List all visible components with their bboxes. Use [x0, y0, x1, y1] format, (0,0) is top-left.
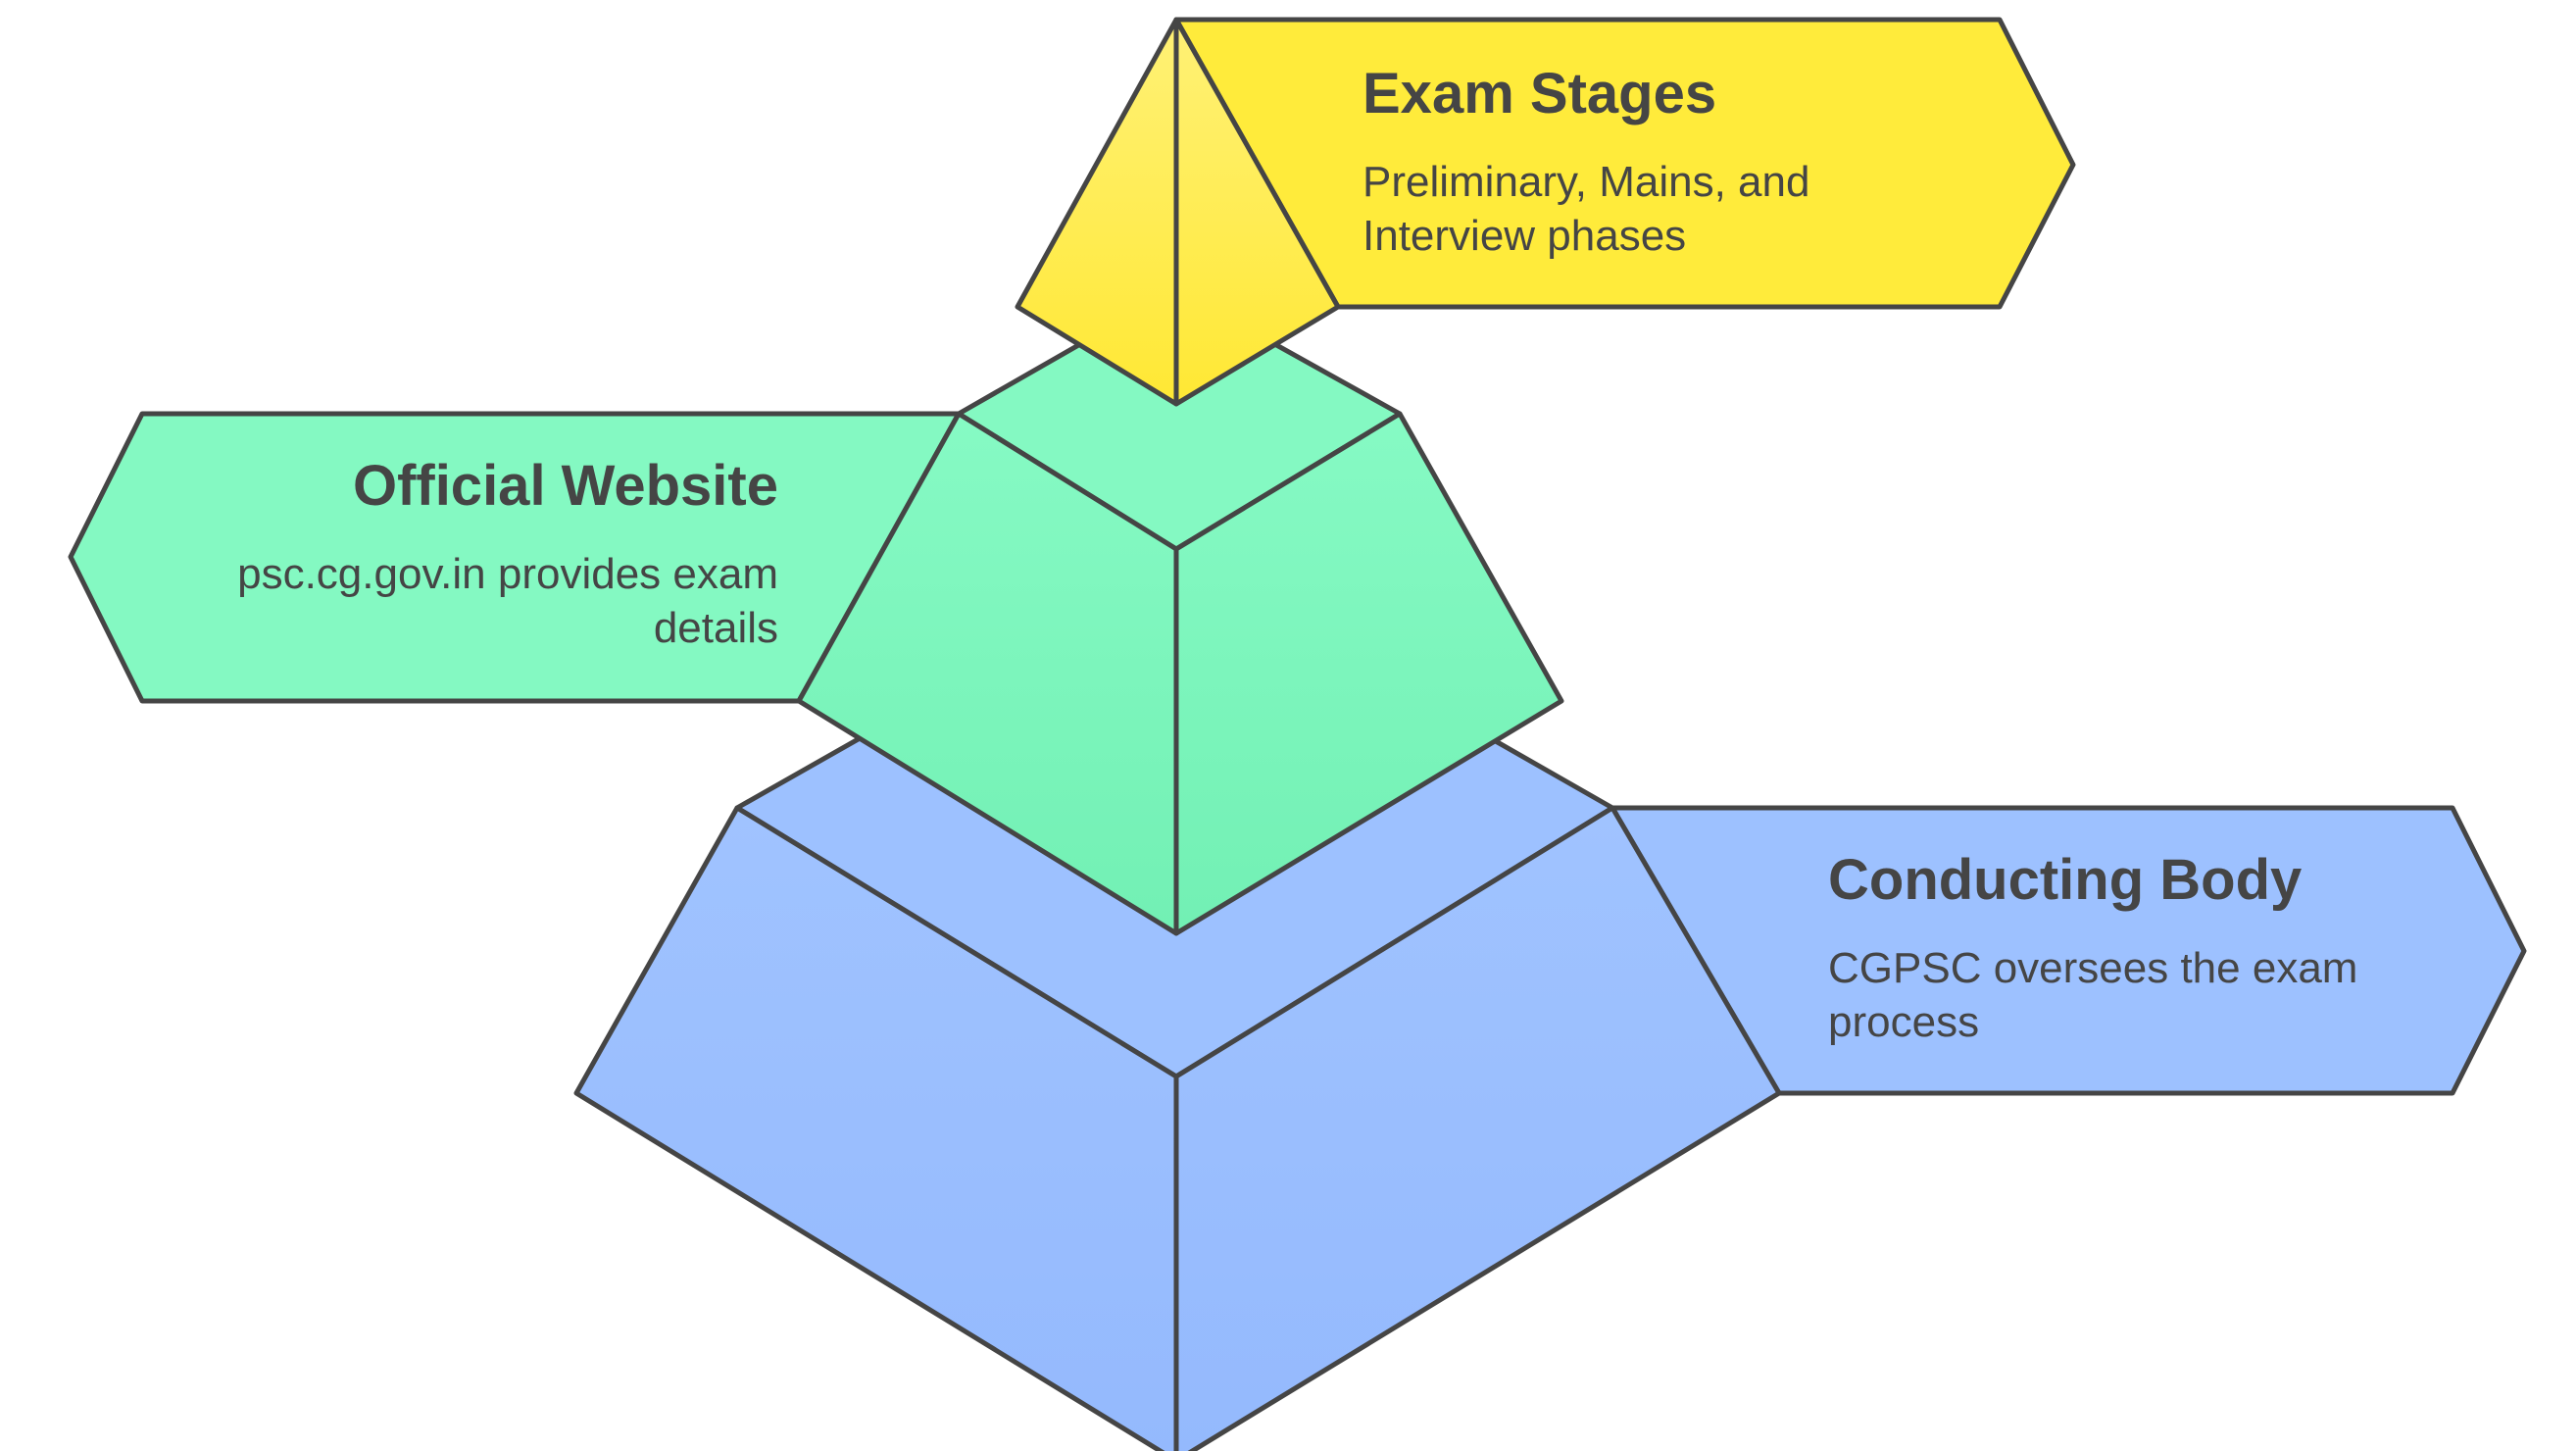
top-tier-right-face: [1173, 17, 1341, 407]
middle-tier-right-face: [1173, 411, 1564, 936]
exam-stages-description: Preliminary, Mains, and Interview phases: [1362, 158, 1810, 260]
conducting-body-label: Conducting Body CGPSC oversees the exam …: [1828, 847, 2397, 1049]
exam-stages-title: Exam Stages: [1362, 62, 1717, 125]
conducting-body-title: Conducting Body: [1828, 848, 2303, 912]
conducting-body-description: CGPSC oversees the exam process: [1828, 944, 2358, 1046]
official-website-title: Official Website: [352, 454, 778, 518]
official-website-label: Official Website psc.cg.gov.in provides …: [196, 453, 778, 655]
exam-stages-label: Exam Stages Preliminary, Mains, and Inte…: [1362, 61, 1911, 263]
bottom-tier-right-face: [1173, 805, 1782, 1451]
official-website-description: psc.cg.gov.in provides exam details: [237, 550, 778, 652]
bottom-tier-left-face: [573, 805, 1179, 1451]
top-tier-left-face: [1015, 17, 1179, 407]
